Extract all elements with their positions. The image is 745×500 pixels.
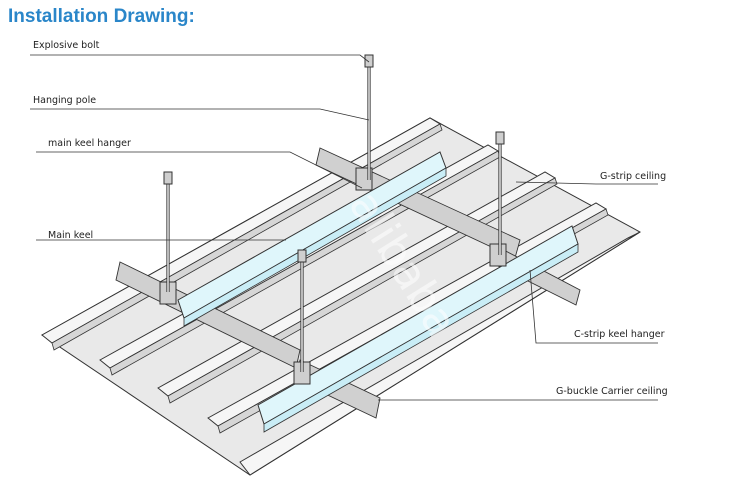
main-keel-lower [257, 225, 579, 433]
main-keel-upper [177, 151, 447, 327]
label-main-keel: Main keel [48, 230, 93, 241]
explosive-bolts [163, 54, 505, 263]
leader-lines [30, 54, 658, 401]
hanging-rods [166, 55, 502, 372]
label-hanging-pole: Hanging pole [33, 95, 96, 106]
label-g-strip-ceiling: G-strip ceiling [600, 171, 666, 182]
label-c-strip-keel-hanger: C-strip keel hanger [574, 329, 665, 340]
label-explosive-bolt: Explosive bolt [33, 40, 100, 51]
main-keel-hanger-3 [489, 243, 507, 267]
label-main-keel-hanger: main keel hanger [48, 138, 131, 149]
label-g-buckle-carrier-ceiling: G-buckle Carrier ceiling [556, 386, 668, 397]
diagram-title: Installation Drawing: [8, 6, 195, 27]
